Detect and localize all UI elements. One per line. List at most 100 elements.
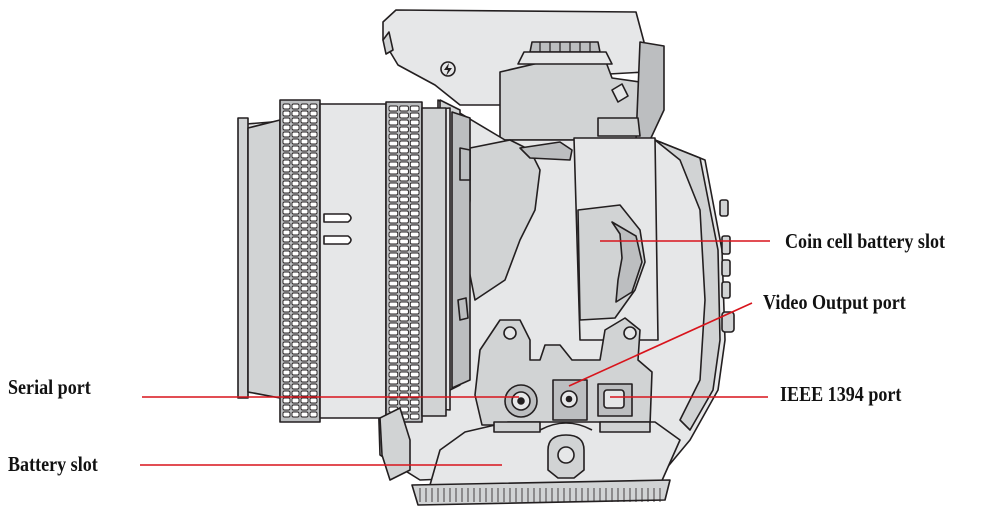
knurl-cell — [282, 306, 291, 313]
knurl-cell — [300, 138, 309, 145]
knurl-cell — [309, 124, 318, 131]
knurl-cell — [409, 126, 420, 133]
knurl-cell — [291, 257, 300, 264]
knurl-cell — [309, 320, 318, 327]
eyepiece — [635, 41, 665, 141]
knurl-cell — [282, 271, 291, 278]
knurl-cell — [409, 308, 420, 315]
lens-front-ring — [247, 119, 281, 399]
knurl-cell — [300, 243, 309, 250]
knurl-cell — [388, 112, 399, 119]
knurl-cell — [399, 189, 409, 196]
knurl-cell — [309, 313, 318, 320]
knurl-cell — [388, 315, 399, 322]
knurl-cell — [291, 124, 300, 131]
knurl-cell — [282, 110, 291, 117]
knurl-cell — [388, 140, 399, 147]
knurl-cell — [388, 168, 399, 175]
knurl-cell — [409, 224, 420, 231]
knurl-cell — [291, 110, 300, 117]
knurl-cell — [309, 327, 318, 334]
knurl-cell — [291, 285, 300, 292]
knurl-cell — [291, 145, 300, 152]
knurl-cell — [399, 231, 409, 238]
knurl-cell — [291, 299, 300, 306]
knurl-cell — [309, 180, 318, 187]
knurl-cell — [409, 245, 420, 252]
knurl-cell — [309, 159, 318, 166]
knurl-cell — [291, 292, 300, 299]
knurl-cell — [409, 413, 420, 420]
knurl-cell — [309, 152, 318, 159]
knurl-cell — [309, 208, 318, 215]
knurl-cell — [300, 299, 309, 306]
knurl-cell — [309, 348, 318, 355]
knurl-cell — [282, 194, 291, 201]
knurl-cell — [399, 350, 409, 357]
knurl-cell — [291, 117, 300, 124]
knurl-cell — [291, 173, 300, 180]
knurl-cell — [399, 280, 409, 287]
knurl-cell — [282, 236, 291, 243]
knurl-cell — [399, 112, 409, 119]
knurl-cell — [399, 140, 409, 147]
knurl-cell — [399, 175, 409, 182]
knurl-cell — [388, 273, 399, 280]
knurl-cell — [282, 166, 291, 173]
knurl-cell — [282, 390, 291, 397]
knurl-cell — [399, 133, 409, 140]
knurl-cell — [300, 411, 309, 418]
knurl-cell — [282, 145, 291, 152]
knurl-cell — [399, 315, 409, 322]
knurl-cell — [399, 343, 409, 350]
knurl-cell — [409, 140, 420, 147]
lens-middle-section — [319, 103, 387, 419]
knurl-cell — [300, 250, 309, 257]
knurl-cell — [282, 103, 291, 110]
knurl-cell — [291, 103, 300, 110]
knurl-cell — [291, 334, 300, 341]
knurl-cell — [300, 383, 309, 390]
knurl-cell — [388, 357, 399, 364]
knurl-cell — [300, 131, 309, 138]
knurl-cell — [409, 154, 420, 161]
knurl-cell — [388, 133, 399, 140]
knurl-cell — [300, 215, 309, 222]
knurl-cell — [399, 147, 409, 154]
knurl-cell — [300, 376, 309, 383]
knurl-cell — [291, 229, 300, 236]
knurl-cell — [409, 231, 420, 238]
focus-ring-knurl — [282, 103, 318, 418]
knurl-cell — [282, 117, 291, 124]
knurl-cell — [388, 126, 399, 133]
knurl-cell — [399, 294, 409, 301]
knurl-cell — [409, 259, 420, 266]
knurl-cell — [300, 187, 309, 194]
knurl-cell — [309, 194, 318, 201]
knurl-cell — [282, 320, 291, 327]
knurl-cell — [309, 243, 318, 250]
knurl-cell — [282, 341, 291, 348]
knurl-cell — [282, 369, 291, 376]
knurl-cell — [300, 362, 309, 369]
knurl-cell — [388, 203, 399, 210]
knurl-cell — [399, 210, 409, 217]
leader-lines — [140, 240, 770, 466]
knurl-cell — [282, 138, 291, 145]
knurl-cell — [282, 159, 291, 166]
leader-video-output — [568, 302, 753, 387]
knurl-cell — [388, 322, 399, 329]
knurl-cell — [291, 369, 300, 376]
knurl-cell — [300, 348, 309, 355]
knurl-cell — [300, 257, 309, 264]
knurl-cell — [309, 187, 318, 194]
knurl-cell — [291, 131, 300, 138]
knurl-cell — [409, 336, 420, 343]
knurl-cell — [409, 182, 420, 189]
knurl-cell — [388, 385, 399, 392]
knurl-cell — [399, 252, 409, 259]
knurl-cell — [291, 236, 300, 243]
knurl-cell — [388, 350, 399, 357]
knurl-cell — [300, 222, 309, 229]
